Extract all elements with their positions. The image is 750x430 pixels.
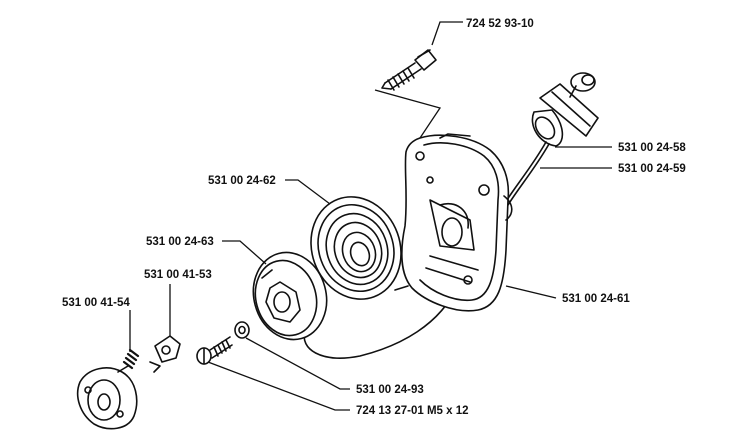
recoil-spring-drawing bbox=[310, 196, 409, 300]
label-rope-pulley: 531 00 24-63 bbox=[146, 236, 214, 248]
starter-housing-drawing bbox=[401, 133, 513, 312]
starter-pawl-drawing bbox=[149, 335, 181, 373]
washer-drawing bbox=[234, 321, 250, 339]
leader-724-13-27-01 bbox=[207, 361, 350, 411]
label-pawl-spring: 531 00 41-54 bbox=[62, 297, 130, 309]
screw-to-housing-path bbox=[374, 89, 442, 139]
label-washer: 531 00 24-93 bbox=[356, 384, 424, 396]
leader-531-00-24-93 bbox=[245, 337, 350, 390]
leader-531-00-24-62 bbox=[285, 179, 331, 205]
leader-531-00-24-63 bbox=[222, 240, 267, 265]
center-screw-drawing bbox=[196, 336, 233, 365]
label-handle: 531 00 24-58 bbox=[618, 142, 686, 154]
rope-pulley-drawing bbox=[252, 251, 328, 341]
handle-drawing bbox=[531, 72, 599, 147]
flywheel-hub-drawing bbox=[76, 365, 138, 430]
label-starter-pawl: 531 00 41-53 bbox=[144, 269, 212, 281]
screw-top-drawing bbox=[381, 49, 437, 91]
label-starter-rope: 531 00 24-59 bbox=[618, 163, 686, 175]
label-center-screw: 724 13 27-01 M5 x 12 bbox=[356, 405, 469, 417]
label-starter-housing: 531 00 24-61 bbox=[562, 293, 630, 305]
label-recoil-spring: 531 00 24-62 bbox=[208, 175, 276, 187]
leader-724-52-93-10 bbox=[431, 21, 463, 46]
leader-531-00-24-61 bbox=[505, 285, 557, 299]
pawl-spring-drawing bbox=[122, 348, 140, 370]
label-screw-top: 724 52 93-10 bbox=[466, 18, 534, 30]
